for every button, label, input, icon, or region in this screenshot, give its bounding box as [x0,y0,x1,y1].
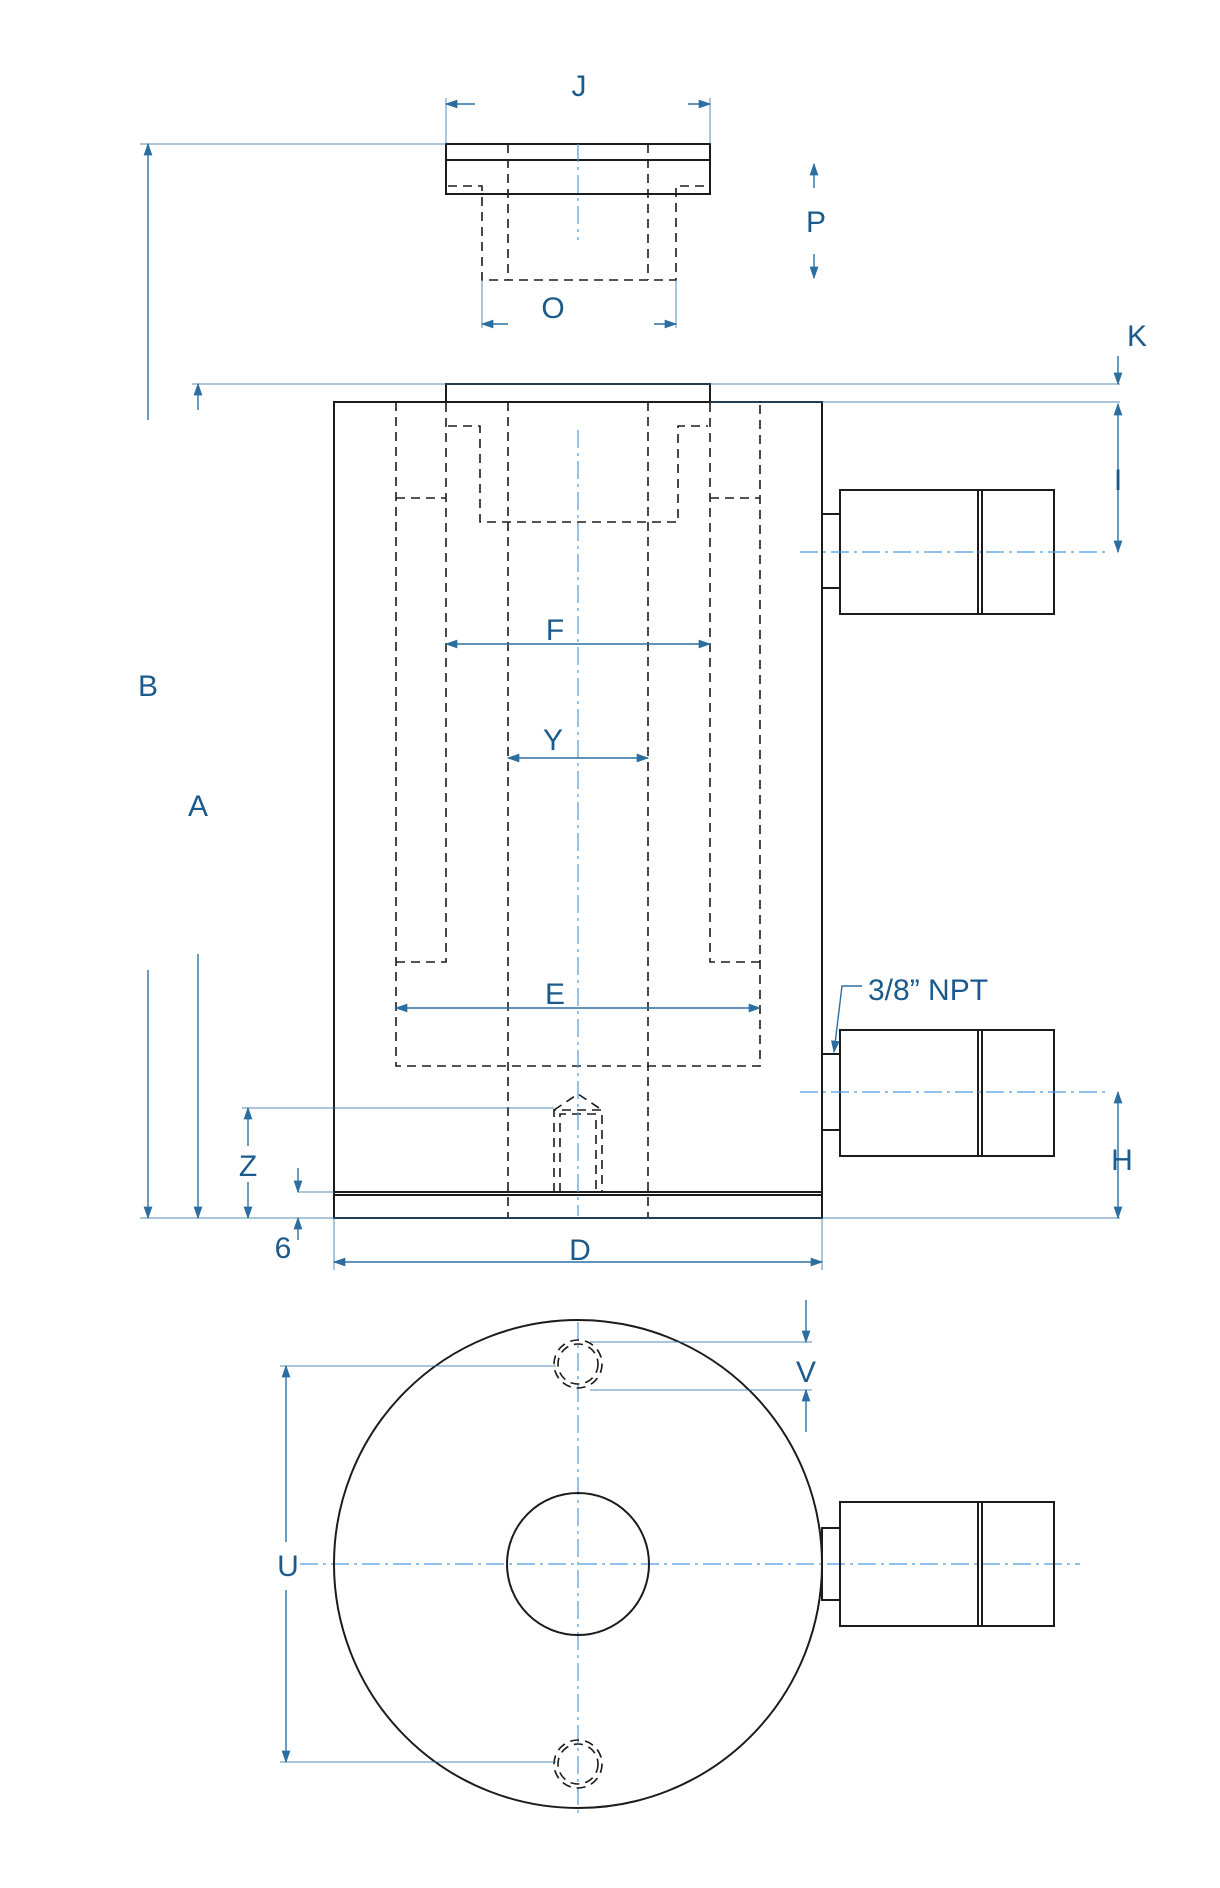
lower-port-fitting [821,1029,1055,1157]
center-lines [300,144,1110,1818]
cylinder-body-side-view [333,383,823,1219]
label-F: F [546,614,564,647]
extension-lines [140,98,1120,1270]
label-D: D [569,1234,591,1267]
label-I: I [1114,464,1122,497]
label-V: V [796,1356,816,1389]
label-J: J [572,70,587,103]
label-K: K [1127,320,1147,353]
label-npt: 3/8” NPT [868,974,988,1007]
label-H: H [1111,1144,1133,1177]
label-Z: Z [239,1150,257,1183]
label-O: O [541,292,564,325]
label-6: 6 [275,1232,292,1265]
label-A: A [188,790,208,823]
dimension-labels: J P O K I F Y B A E 3/8” NPT Z 6 H D V U [138,70,1147,1583]
label-E: E [545,978,565,1011]
cylinder-top-view [280,1300,1055,1809]
label-Y: Y [543,724,563,757]
dimension-lines [143,99,1123,1267]
label-B: B [138,670,158,703]
label-P: P [806,206,826,239]
label-U: U [277,1550,299,1583]
